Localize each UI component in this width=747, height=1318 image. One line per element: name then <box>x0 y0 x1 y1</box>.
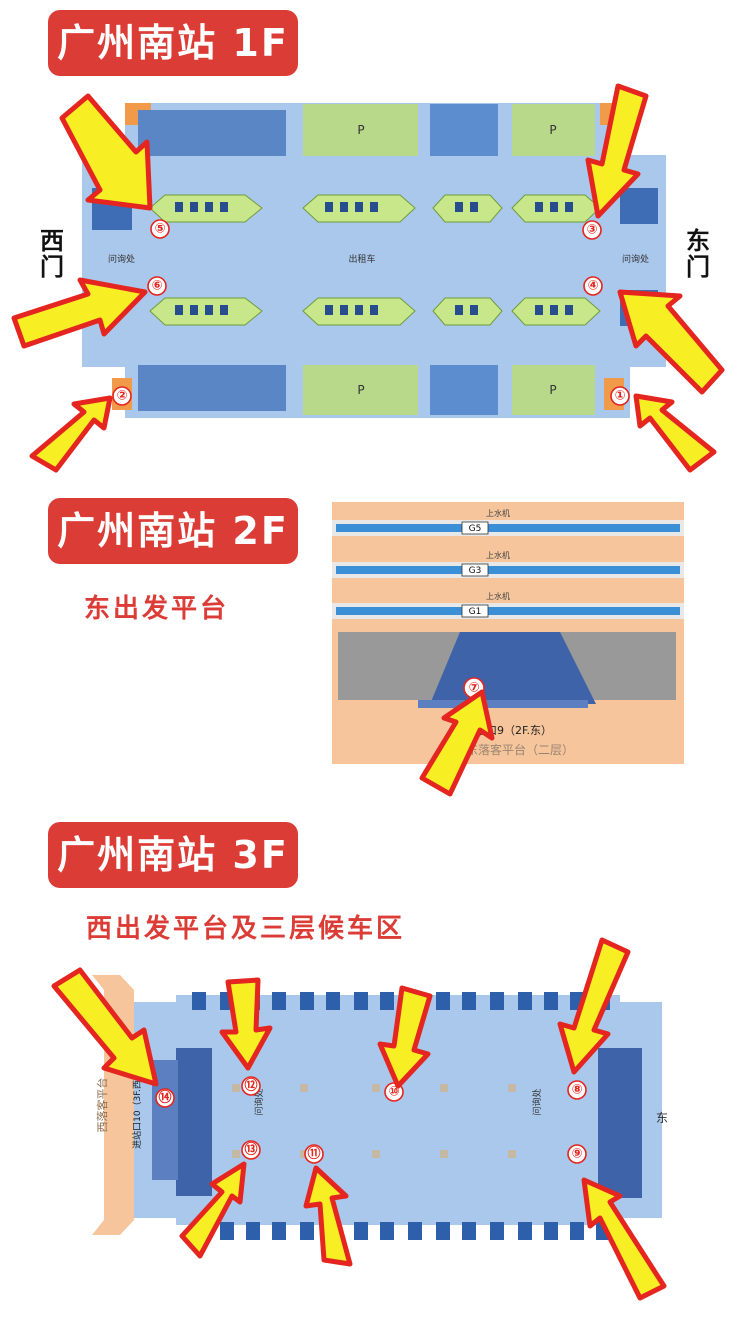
platform-label: 东落客平台（二层） <box>466 742 574 757</box>
arrow <box>581 1177 667 1301</box>
east-gate-label: 东门 <box>686 227 710 281</box>
svg-text:①: ① <box>614 389 625 404</box>
marker-2[interactable]: ② <box>112 386 132 406</box>
arrow <box>557 937 631 1075</box>
water-label: 上水机 <box>486 550 510 560</box>
marker-12[interactable]: ⑫ <box>241 1076 261 1096</box>
arrow <box>617 289 725 395</box>
floor2-map: G5 G3 G1 上水机 上水机 上水机 进站口9（2F.东） 东落客平台（二层… <box>332 502 684 797</box>
parking-label: P <box>357 123 364 137</box>
floor2-subtitle: 东出发平台 <box>84 594 230 624</box>
svg-text:⑦: ⑦ <box>468 681 479 696</box>
arrow <box>51 967 159 1087</box>
info-desk-label: 问询处 <box>531 1088 543 1115</box>
marker-6[interactable]: ⑥ <box>147 276 167 296</box>
marker-9[interactable]: ⑨ <box>567 1144 587 1164</box>
arrow <box>419 689 495 797</box>
marker-11[interactable]: ⑪ <box>304 1144 324 1164</box>
info-desk-label: 问询处 <box>622 253 649 265</box>
track-label: G1 <box>469 607 482 617</box>
info-desk-label: 问询处 <box>253 1088 265 1115</box>
arrow <box>179 1161 247 1259</box>
svg-text:⑫: ⑫ <box>244 1078 257 1094</box>
marker-13[interactable]: ⑬ <box>241 1140 261 1160</box>
arrow <box>219 977 273 1071</box>
info-desk-label: 问询处 <box>108 253 135 265</box>
svg-text:⑤: ⑤ <box>154 222 165 237</box>
svg-text:⑨: ⑨ <box>571 1147 582 1162</box>
marker-3[interactable]: ③ <box>582 220 602 240</box>
arrow <box>303 1165 353 1267</box>
arrow <box>11 277 148 349</box>
arrow <box>585 83 649 219</box>
svg-text:⑥: ⑥ <box>151 279 162 294</box>
svg-text:⑩: ⑩ <box>388 1085 399 1100</box>
floor3-subtitle: 西出发平台及三层候车区 <box>86 914 406 944</box>
marker-8[interactable]: ⑧ <box>567 1080 587 1100</box>
floor1-markers: ① ② ③ ④ ⑤ ⑥ <box>112 219 630 406</box>
water-label: 上水机 <box>486 591 510 601</box>
marker-14[interactable]: ⑭ <box>155 1088 175 1108</box>
marker-5[interactable]: ⑤ <box>150 219 170 239</box>
floor3-map: 西落客平台 进站口10（3F.西） 东 问询处 问询处 ⑧ ⑨ ⑩ ⑪ ⑫ ⑬ <box>51 937 668 1301</box>
svg-text:⑪: ⑪ <box>307 1146 320 1162</box>
floor1-map: P P P P 问询处 问询处 <box>11 83 725 473</box>
track-label: G3 <box>469 566 482 576</box>
svg-text:③: ③ <box>586 223 597 238</box>
parking-label: P <box>357 383 364 397</box>
arrow <box>377 985 433 1089</box>
arrow <box>29 395 113 473</box>
floor2-title: 广州南站 2F <box>48 498 298 564</box>
west-gate-label: 西门 <box>40 227 64 281</box>
track-label: G5 <box>469 524 482 534</box>
parking-label: P <box>549 383 556 397</box>
taxi-label: 出租车 <box>348 253 375 265</box>
svg-text:⑧: ⑧ <box>571 1083 582 1098</box>
floor3-markers: ⑧ ⑨ ⑩ ⑪ ⑫ ⑬ ⑭ <box>155 1076 587 1164</box>
arrow <box>633 393 717 473</box>
svg-text:②: ② <box>116 389 127 404</box>
entrance-10-label: 进站口10（3F.西） <box>131 1071 143 1149</box>
west-platform-label: 西落客平台 <box>95 1078 109 1133</box>
svg-text:④: ④ <box>587 279 598 294</box>
marker-4[interactable]: ④ <box>583 276 603 296</box>
svg-text:⑭: ⑭ <box>158 1090 171 1106</box>
track-rows: G5 G3 G1 上水机 上水机 上水机 <box>332 508 684 619</box>
marker-1[interactable]: ① <box>610 386 630 406</box>
arrow <box>59 93 153 211</box>
east-label: 东 <box>656 1111 668 1125</box>
parking-label: P <box>549 123 556 137</box>
water-label: 上水机 <box>486 508 510 518</box>
floor3-title: 广州南站 3F <box>48 822 298 888</box>
floor1-title: 广州南站 1F <box>48 10 298 76</box>
svg-text:⑬: ⑬ <box>244 1142 257 1158</box>
